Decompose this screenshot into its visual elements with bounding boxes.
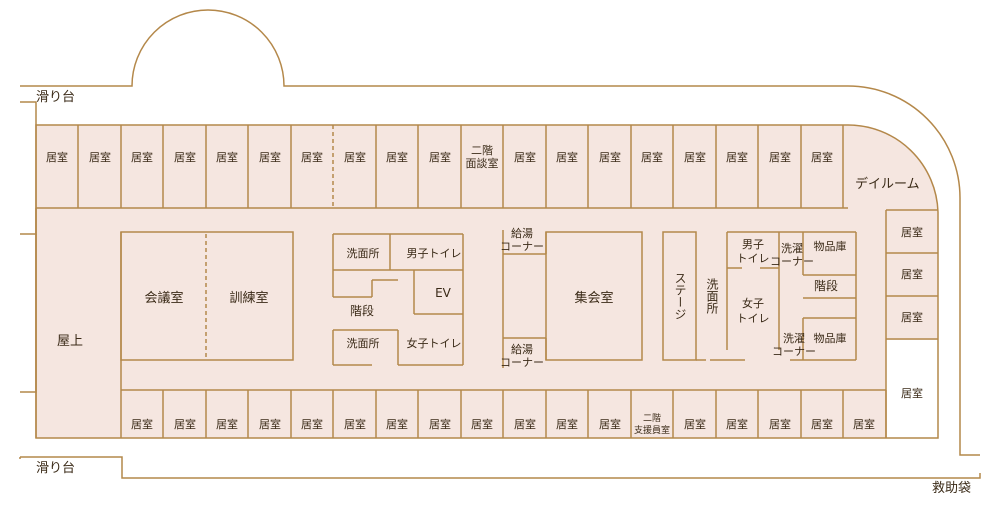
slide-bottom-label: 滑り台	[36, 461, 75, 476]
core-block-east	[726, 231, 857, 361]
mens-toilet-east-line1: 男子	[742, 238, 764, 251]
core-block-west	[332, 233, 464, 366]
slide-top-label: 滑り台	[36, 90, 75, 105]
room-label-s6: 居室	[344, 417, 366, 431]
room-label-n9: 居室	[386, 150, 408, 164]
room-label-e2: 居室	[901, 267, 923, 281]
room-label-s12: 居室	[599, 417, 621, 431]
room-label-n2: 居室	[89, 150, 111, 164]
room-label-n10: 居室	[429, 150, 451, 164]
room-label-n18: 居室	[811, 150, 833, 164]
room-label-n15: 居室	[684, 150, 706, 164]
room-label-s17: 居室	[853, 417, 875, 431]
storage-upper-label: 物品庫	[814, 239, 847, 253]
mens-toilet-label: 男子トイレ	[407, 247, 462, 260]
room-label-n11: 居室	[514, 150, 536, 164]
kitchenette-lower-line2: コーナー	[500, 356, 544, 369]
room-label-n8: 居室	[344, 150, 366, 164]
washroom-label-upper: 洗面所	[347, 247, 380, 260]
stairs-label-east: 階段	[814, 278, 838, 293]
womens-toilet-east-line1: 女子	[742, 296, 764, 310]
room-label-n6: 居室	[259, 150, 281, 164]
elevator-label: EV	[435, 286, 452, 300]
room-label-s13: 居室	[684, 417, 706, 431]
room-label-s11: 居室	[556, 417, 578, 431]
laundry-lower-line2: コーナー	[772, 345, 816, 358]
room-label-n7: 居室	[301, 150, 323, 164]
room-label-s14: 居室	[726, 417, 748, 431]
rescue-bag-label: 救助袋	[932, 480, 971, 496]
meeting-training-block	[120, 231, 294, 361]
room-label-e3: 居室	[901, 310, 923, 324]
washroom-vertical-label: 洗面所	[705, 278, 719, 314]
kitchenette-lower-line1: 給湯	[511, 342, 533, 356]
womens-toilet-label: 女子トイレ	[407, 336, 462, 350]
south-room-labels: 居室 居室 居室 居室 居室 居室 居室 居室 居室 居室 居室 居室 二階 支…	[131, 413, 875, 436]
room-label-n1: 居室	[46, 150, 68, 164]
laundry-upper-line1: 洗濯	[781, 242, 803, 255]
room-label-s16: 居室	[811, 417, 833, 431]
assembly-hall-label: 集会室	[574, 290, 613, 306]
interview-room-label-line2: 面談室	[466, 156, 499, 170]
room-label-s9: 居室	[471, 417, 493, 431]
room-label-s3: 居室	[216, 417, 238, 431]
east-rooms	[885, 209, 938, 438]
room-label-n16: 居室	[726, 150, 748, 164]
interview-room-label-line1: 二階	[471, 143, 493, 157]
room-label-e1: 居室	[901, 225, 923, 239]
meeting-room-label: 会議室	[144, 290, 183, 306]
storage-lower-label: 物品庫	[814, 331, 847, 345]
laundry-lower-line1: 洗濯	[783, 332, 805, 345]
east-room-labels: 居室 居室 居室 居室	[901, 225, 923, 400]
hall-block	[502, 230, 643, 368]
room-label-n12: 居室	[556, 150, 578, 164]
laundry-upper-line2: コーナー	[770, 255, 814, 268]
floor-area	[36, 124, 938, 390]
room-label-n17: 居室	[769, 150, 791, 164]
room-label-s2: 居室	[174, 417, 196, 431]
room-label-s4: 居室	[259, 417, 281, 431]
room-label-s1: 居室	[131, 417, 153, 431]
stage-label: ステージ	[673, 272, 687, 320]
kitchenette-upper-line2: コーナー	[500, 240, 544, 253]
womens-toilet-east-line2: トイレ	[737, 312, 770, 325]
support-staff-room-label-line2: 支援員室	[634, 424, 670, 436]
building-outline	[19, 9, 981, 479]
stage-block	[662, 231, 745, 361]
rooftop-label: 屋上	[57, 334, 83, 349]
north-room-labels: 居室 居室 居室 居室 居室 居室 居室 居室 居室 居室 二階 面談室 居室 …	[46, 143, 833, 170]
room-label-n3: 居室	[131, 150, 153, 164]
kitchenette-upper-line1: 給湯	[511, 226, 533, 240]
room-label-n13: 居室	[599, 150, 621, 164]
room-label-s10: 居室	[514, 417, 536, 431]
room-label-n5: 居室	[216, 150, 238, 164]
washroom-label-lower: 洗面所	[347, 337, 380, 350]
room-label-s7: 居室	[386, 417, 408, 431]
mens-toilet-east-line2: トイレ	[737, 252, 770, 265]
stairs-label-west: 階段	[350, 303, 374, 318]
room-label-s5: 居室	[301, 417, 323, 431]
training-room-label: 訓練室	[229, 290, 268, 306]
room-label-e4: 居室	[901, 386, 923, 400]
room-cutout	[886, 340, 938, 438]
support-staff-room-label-line1: 二階	[643, 413, 661, 424]
room-label-s8: 居室	[429, 417, 451, 431]
day-room-label: デイルーム	[855, 176, 920, 192]
room-label-n14: 居室	[641, 150, 663, 164]
room-label-n4: 居室	[174, 150, 196, 164]
room-label-s15: 居室	[769, 417, 791, 431]
north-rooms	[36, 125, 848, 209]
